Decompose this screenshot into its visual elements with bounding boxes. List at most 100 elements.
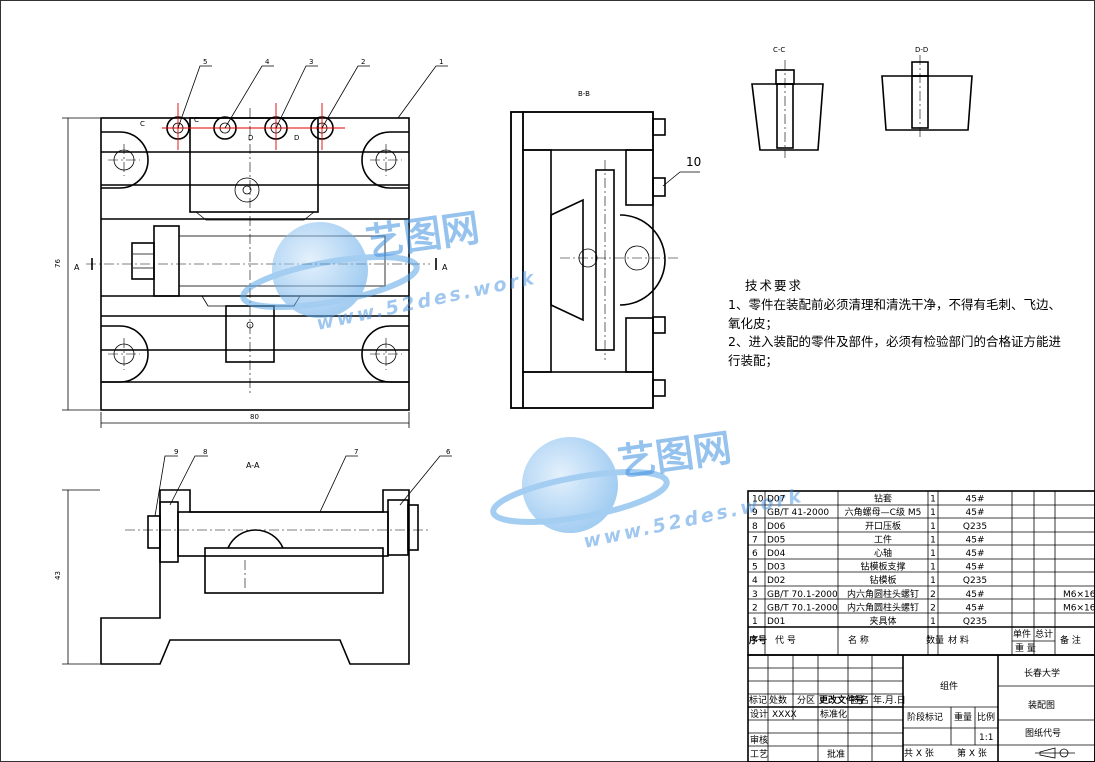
view-letter-d1: D [248,134,253,142]
bom-cell-code: D02 [767,576,785,586]
bom-cell-name: 心轴 [874,547,892,559]
bom-cell-qty: 1 [930,522,936,532]
callout-7: 7 [354,448,358,456]
bom-cell-material: 45# [966,590,985,600]
callout-2: 2 [361,58,365,66]
view-letter-a1: A [74,263,80,272]
title-sign: 签名 [851,694,869,706]
title-check: 审核 [750,734,768,746]
bom-header: 序号 代 号 名 称 数量 材 料 单件 总计 重 量 备 注 [749,628,1081,654]
view-letter-c2: C [194,116,199,124]
bom-cell-material: 45# [966,563,985,573]
callout-8: 8 [203,448,207,456]
title-drawing-type: 装配图 [1028,699,1055,711]
title-group: 组件 [940,680,958,692]
bom-cell-name: 工件 [874,533,892,545]
title-drawing-code: 图纸代号 [1025,727,1061,739]
bom-header-total: 总计 [1035,628,1053,640]
bom-cell-name: 六角螺母—C级 M5 [845,506,922,518]
bom-cell-material: Q235 [963,576,987,586]
section-label-dd: D-D [915,46,928,54]
bom-cell-qty: 1 [930,535,936,545]
title-sheets-total: 共 X 张 [904,748,934,759]
tech-requirement-line-1: 1、零件在装配前必须清理和清洗干净，不得有毛刺、飞边、 [728,297,1061,312]
bom-header-weight: 重 量 [1015,642,1036,654]
title-date: 年.月.日 [873,694,906,706]
bom-cell-no: 6 [752,549,758,559]
bom-cell-no: 9 [752,508,758,518]
title-weight: 重量 [954,711,972,723]
watermark-brand-2: 艺图网 [615,425,734,484]
bom-cell-name: 钻套 [874,493,892,505]
title-designer: XXXX [772,710,797,720]
bom-header-single: 单件 [1013,628,1031,640]
bom-header-material: 材 料 [948,634,969,646]
bom-cell-code: GB/T 41-2000 [767,508,829,518]
dimension-height-aa: 43 [54,571,62,580]
title-zone: 分区 [797,695,815,706]
bom-cell-no: 8 [752,522,758,532]
bom-cell-code: D07 [767,495,785,505]
callout-9: 9 [174,448,178,456]
title-sheet-no: 第 X 张 [957,747,987,759]
bom-cell-note: M6×16 [1063,590,1095,600]
bom-cell-material: 45# [966,549,985,559]
bom-cell-name: 内六角圆柱头螺钉 [847,588,919,600]
watermark-logo-2 [490,437,670,533]
section-bb-view [510,111,700,409]
bom-cell-code: D01 [767,617,785,627]
bom-cell-name: 钻模板支撑 [860,561,905,573]
bom-cell-qty: 1 [930,508,936,518]
title-approve: 批准 [827,748,845,760]
title-stage-mark: 阶段标记 [907,711,943,723]
bom-cell-qty: 2 [930,603,936,613]
title-process: 工艺 [750,749,768,760]
title-scale: 1:1 [979,733,993,743]
watermark-brand-1: 艺图网 [363,205,482,264]
bom-header-code: 代 号 [775,635,796,646]
tech-requirement-line-2: 氧化皮； [728,316,778,331]
bom-cell-qty: 1 [930,617,936,627]
tech-requirement-line-4: 行装配； [728,353,778,368]
bom-cell-no: 5 [752,563,758,573]
title-mark: 标记 [749,694,767,706]
bom-header-name: 名 称 [848,634,869,646]
bom-cell-code: D06 [767,522,786,532]
bom-cell-qty: 2 [930,590,936,600]
bom-cell-code: D05 [767,535,785,545]
section-label-cc: C-C [773,46,785,54]
bom-cell-code: GB/T 70.1-2000 [767,603,838,613]
bom-cell-material: 45# [966,508,985,518]
bom-cell-name: 开口压板 [865,520,901,532]
tech-requirement-line-3: 2、进入装配的零件及部件，必须有检验部门的合格证方能进 [728,334,1061,349]
bom-cell-no: 7 [752,535,758,545]
bom-cell-no: 1 [752,617,758,627]
bom-cell-qty: 1 [930,576,936,586]
bom-cell-material: 45# [966,535,985,545]
title-university: 长春大学 [1024,667,1060,679]
bom-cell-material: Q235 [963,617,987,627]
bom-cell-qty: 1 [930,563,936,573]
bom-cell-qty: 1 [930,549,936,559]
callout-3: 3 [309,58,313,66]
title-block: 组件 长春大学 装配图 图纸代号 阶段标记 重量 比例 1:1 共 X 张 第 … [749,667,1061,760]
bom-header-no: 序号 [749,634,767,646]
title-change-doc: 更改文件号 [819,694,864,706]
callout-6: 6 [446,448,451,456]
dimension-width: 80 [250,413,259,421]
title-design: 设计 [750,708,768,720]
bom-cell-no: 2 [752,603,758,613]
bom-cell-no: 4 [752,576,758,586]
dimension-height: 76 [54,259,62,268]
section-label-aa: A-A [246,461,260,470]
view-letter-a2: A [442,263,448,272]
view-letter-d2: D [294,134,299,142]
bom-cell-code: D04 [767,549,786,559]
tech-requirements: 技术要求 1、零件在装配前必须清理和清洗干净，不得有毛刺、飞边、 氧化皮； 2、… [728,278,1061,368]
bom-cell-name: 钻模板 [869,574,896,586]
title-block-grid [747,654,1095,762]
callout-5: 5 [203,58,207,66]
title-ratio: 比例 [977,711,995,723]
